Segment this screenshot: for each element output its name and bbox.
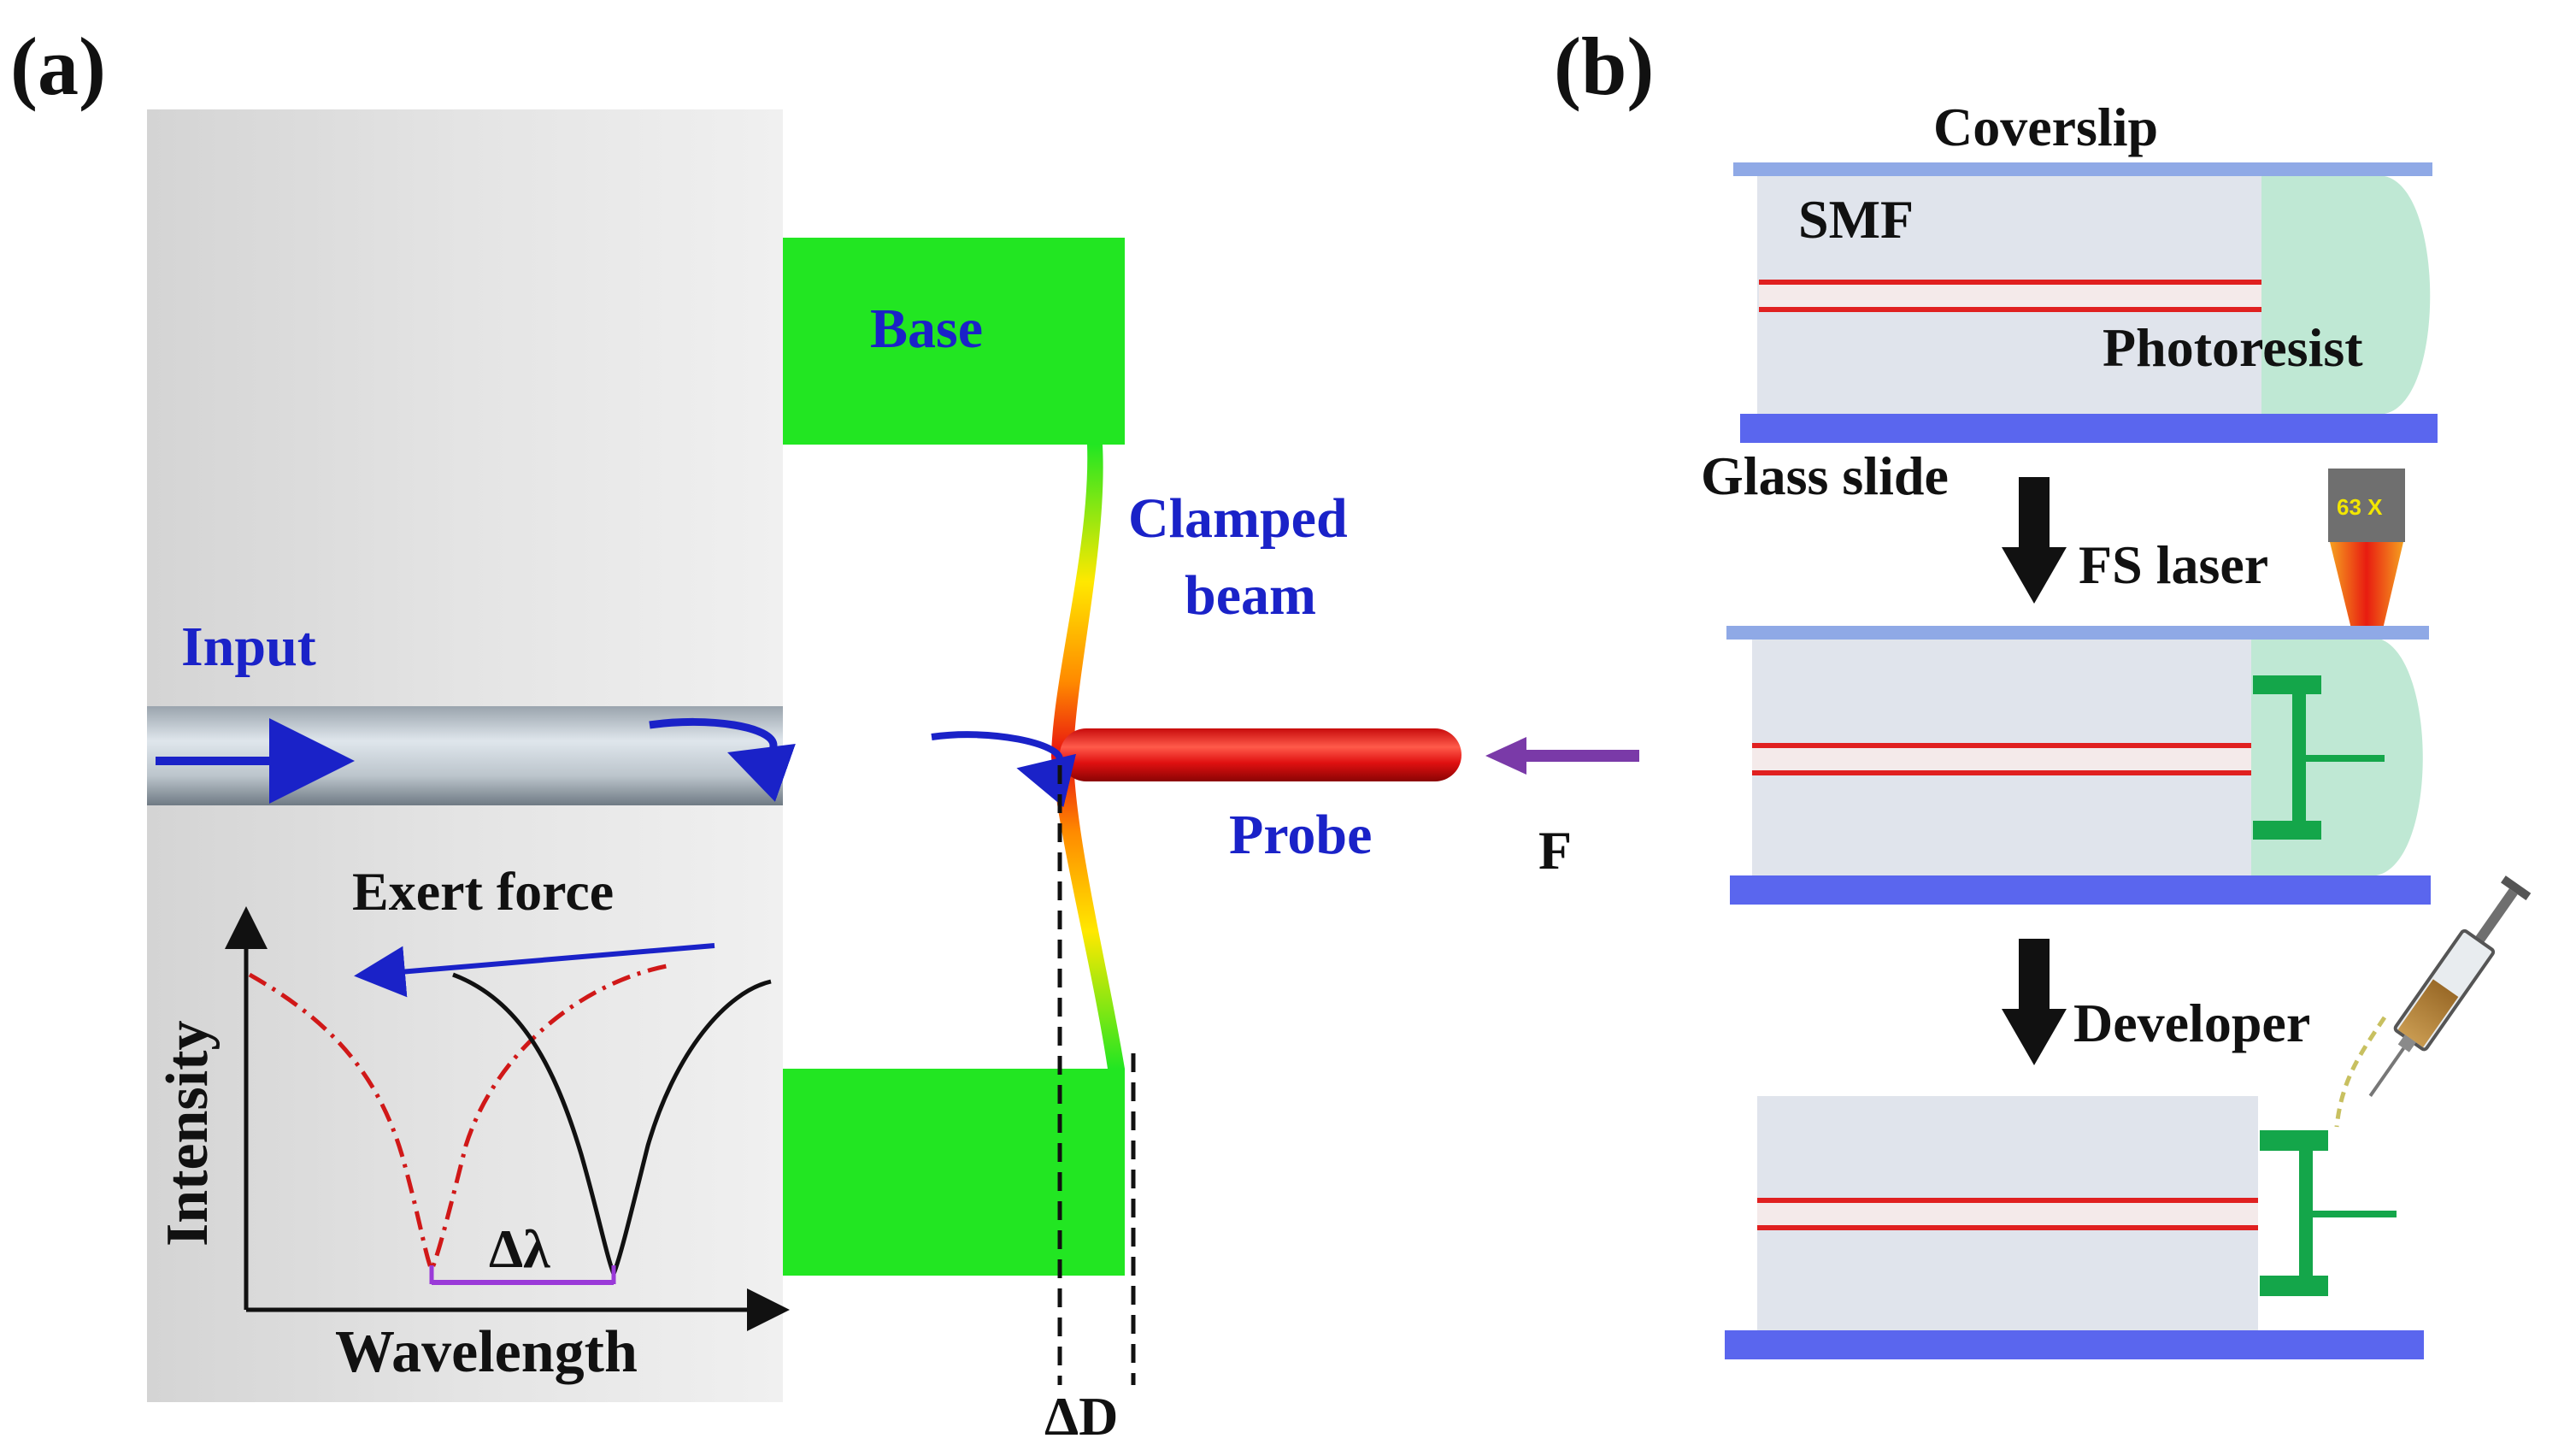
clamped-beam-label-line1: Clamped (1128, 487, 1348, 550)
delta-lambda-label: Δλ (489, 1218, 550, 1279)
objective-lens (2328, 469, 2405, 542)
force-label: F (1538, 820, 1572, 881)
stage1-coverslip (1733, 162, 2432, 176)
stage3-glass-slide (1725, 1330, 2424, 1359)
inset-spectrum: Exert force Δλ Wavelength Intensity (155, 861, 790, 1385)
stage1-fiber-core (1759, 280, 2261, 311)
stage-1-sample: Coverslip SMF Photoresist (1733, 97, 2438, 443)
stage3-structure-vertical (2299, 1130, 2313, 1296)
inset-title: Exert force (352, 861, 614, 922)
panel-a-label: (a) (10, 21, 106, 112)
process-arrow-2 (2002, 939, 2067, 1065)
input-label: Input (181, 616, 316, 678)
process-arrow-1 (2002, 477, 2067, 604)
stage2-fiber-core (1752, 744, 2251, 775)
force-arrowhead (1485, 737, 1526, 775)
stage1-photoresist (2261, 176, 2431, 414)
stage-3-developed (1725, 1096, 2424, 1359)
stage2-structure-probe (2306, 755, 2385, 762)
stage-2-writing (1726, 626, 2431, 905)
stage3-structure-top-pad (2260, 1130, 2328, 1151)
probe (1060, 728, 1461, 781)
base-block-top (783, 238, 1125, 445)
stage2-structure-top-pad (2253, 675, 2321, 694)
photoresist-label: Photoresist (2103, 317, 2363, 378)
coverslip-label: Coverslip (1933, 97, 2158, 157)
displacement-label: ΔD (1044, 1386, 1118, 1447)
smf-label: SMF (1798, 189, 1914, 250)
stage2-structure-bottom-pad (2253, 821, 2321, 840)
developer-stream (2334, 1016, 2387, 1128)
panel-b-label: (b) (1554, 21, 1654, 112)
stage1-glass-slide (1740, 414, 2438, 443)
stage2-glass-slide (1730, 875, 2431, 905)
fs-laser-label: FS laser (2079, 534, 2268, 595)
stage3-structure-bottom-pad (2260, 1276, 2328, 1296)
glass-slide-label: Glass slide (1701, 445, 1949, 506)
stage2-structure-vertical (2292, 675, 2306, 840)
inset-ylabel: Intensity (155, 1021, 221, 1247)
base-label: Base (870, 298, 983, 360)
stage2-coverslip (1726, 626, 2429, 640)
shift-arrow (354, 943, 715, 998)
fiber-reflection-arrow (649, 717, 796, 802)
laser-beam (2330, 542, 2403, 694)
probe-label: Probe (1229, 804, 1372, 866)
inset-xlabel: Wavelength (335, 1319, 638, 1385)
panel-a: (a) Input Base Probe Clamped beam F ΔD (10, 21, 1639, 1447)
developer-label: Developer (2073, 993, 2310, 1053)
stage3-fiber-core (1757, 1199, 2258, 1229)
base-block-bottom (783, 1069, 1125, 1276)
clamped-beam-label-line2: beam (1185, 564, 1316, 627)
syringe-icon (2368, 875, 2532, 1097)
objective-label: 63 X (2337, 494, 2383, 520)
stage3-structure-probe (2313, 1211, 2397, 1217)
beam-reflection-arrow (931, 731, 1077, 808)
panel-b: (b) Coverslip SMF Photoresist Glass slid… (1554, 21, 2532, 1359)
